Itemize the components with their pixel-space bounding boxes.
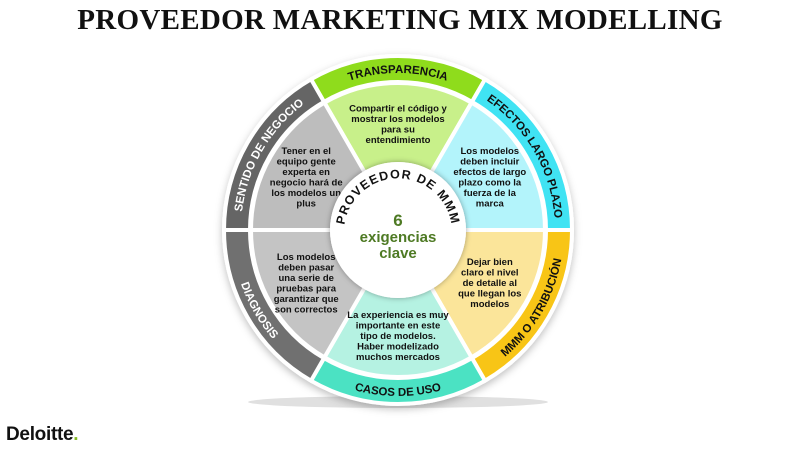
page-title: PROVEEDOR MARKETING MIX MODELLING: [77, 4, 723, 36]
center-number: 6: [393, 211, 402, 230]
center-disc: [330, 162, 466, 298]
logo-name: Deloitte: [6, 424, 74, 445]
logo-dot: .: [73, 424, 79, 445]
deloitte-logo: Deloitte.: [6, 424, 79, 446]
segment-label: CASOS DE USO: [354, 381, 443, 399]
center-line1: exigencias: [360, 229, 437, 246]
center-line2: clave: [379, 245, 417, 262]
